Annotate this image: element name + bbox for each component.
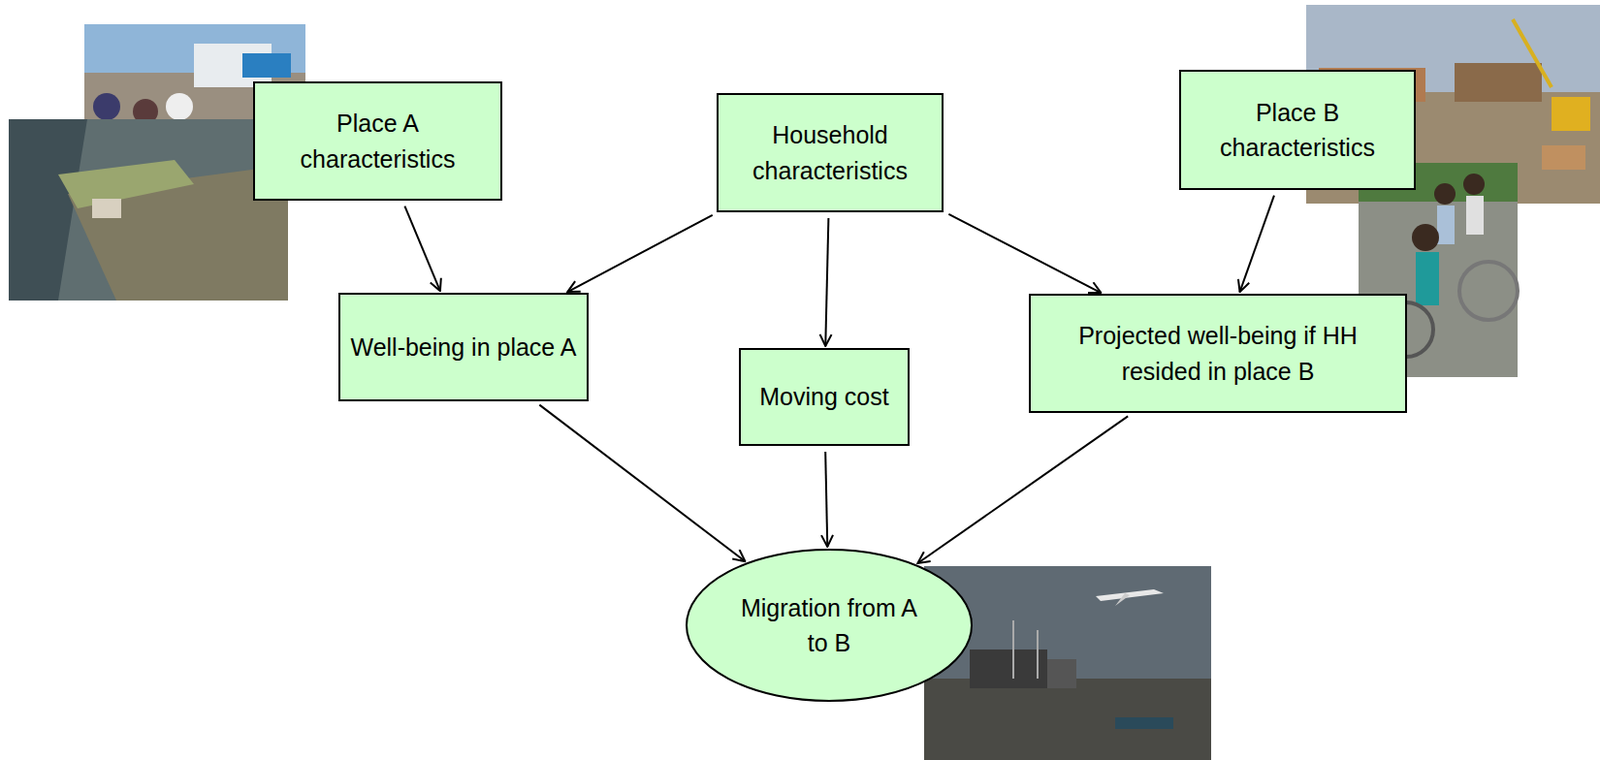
node-label: Migration from A to B <box>733 590 925 662</box>
arrow-connector <box>404 206 440 292</box>
outcome-ellipse: Migration from A to B <box>685 548 973 703</box>
node-label: Projected well-being if HH resided in pl… <box>1040 318 1396 389</box>
factor-box: Place A characteristics <box>253 81 503 201</box>
node-label: Household characteristics <box>728 117 932 189</box>
arrow-connector <box>567 215 712 292</box>
arrow-connector <box>825 218 829 347</box>
node-label: Moving cost <box>759 379 889 415</box>
factor-box: Projected well-being if HH resided in pl… <box>1028 293 1408 414</box>
factor-box: Place B characteristics <box>1179 69 1416 191</box>
arrow-connector <box>539 405 745 562</box>
riverbank-photo <box>8 119 288 301</box>
node-label: Place B characteristics <box>1190 95 1405 166</box>
node-label: Place A characteristics <box>264 105 491 177</box>
arrow-connector <box>825 451 828 547</box>
arrow-connector <box>1240 195 1275 292</box>
node-label: Well-being in place A <box>350 329 576 365</box>
factor-box: Household characteristics <box>716 93 944 213</box>
arrow-connector <box>917 416 1128 564</box>
airport-photo <box>924 566 1212 760</box>
factor-box: Well-being in place A <box>338 292 588 402</box>
factor-box: Moving cost <box>738 348 910 447</box>
arrow-connector <box>948 214 1101 293</box>
ellipse-outline <box>685 548 973 703</box>
